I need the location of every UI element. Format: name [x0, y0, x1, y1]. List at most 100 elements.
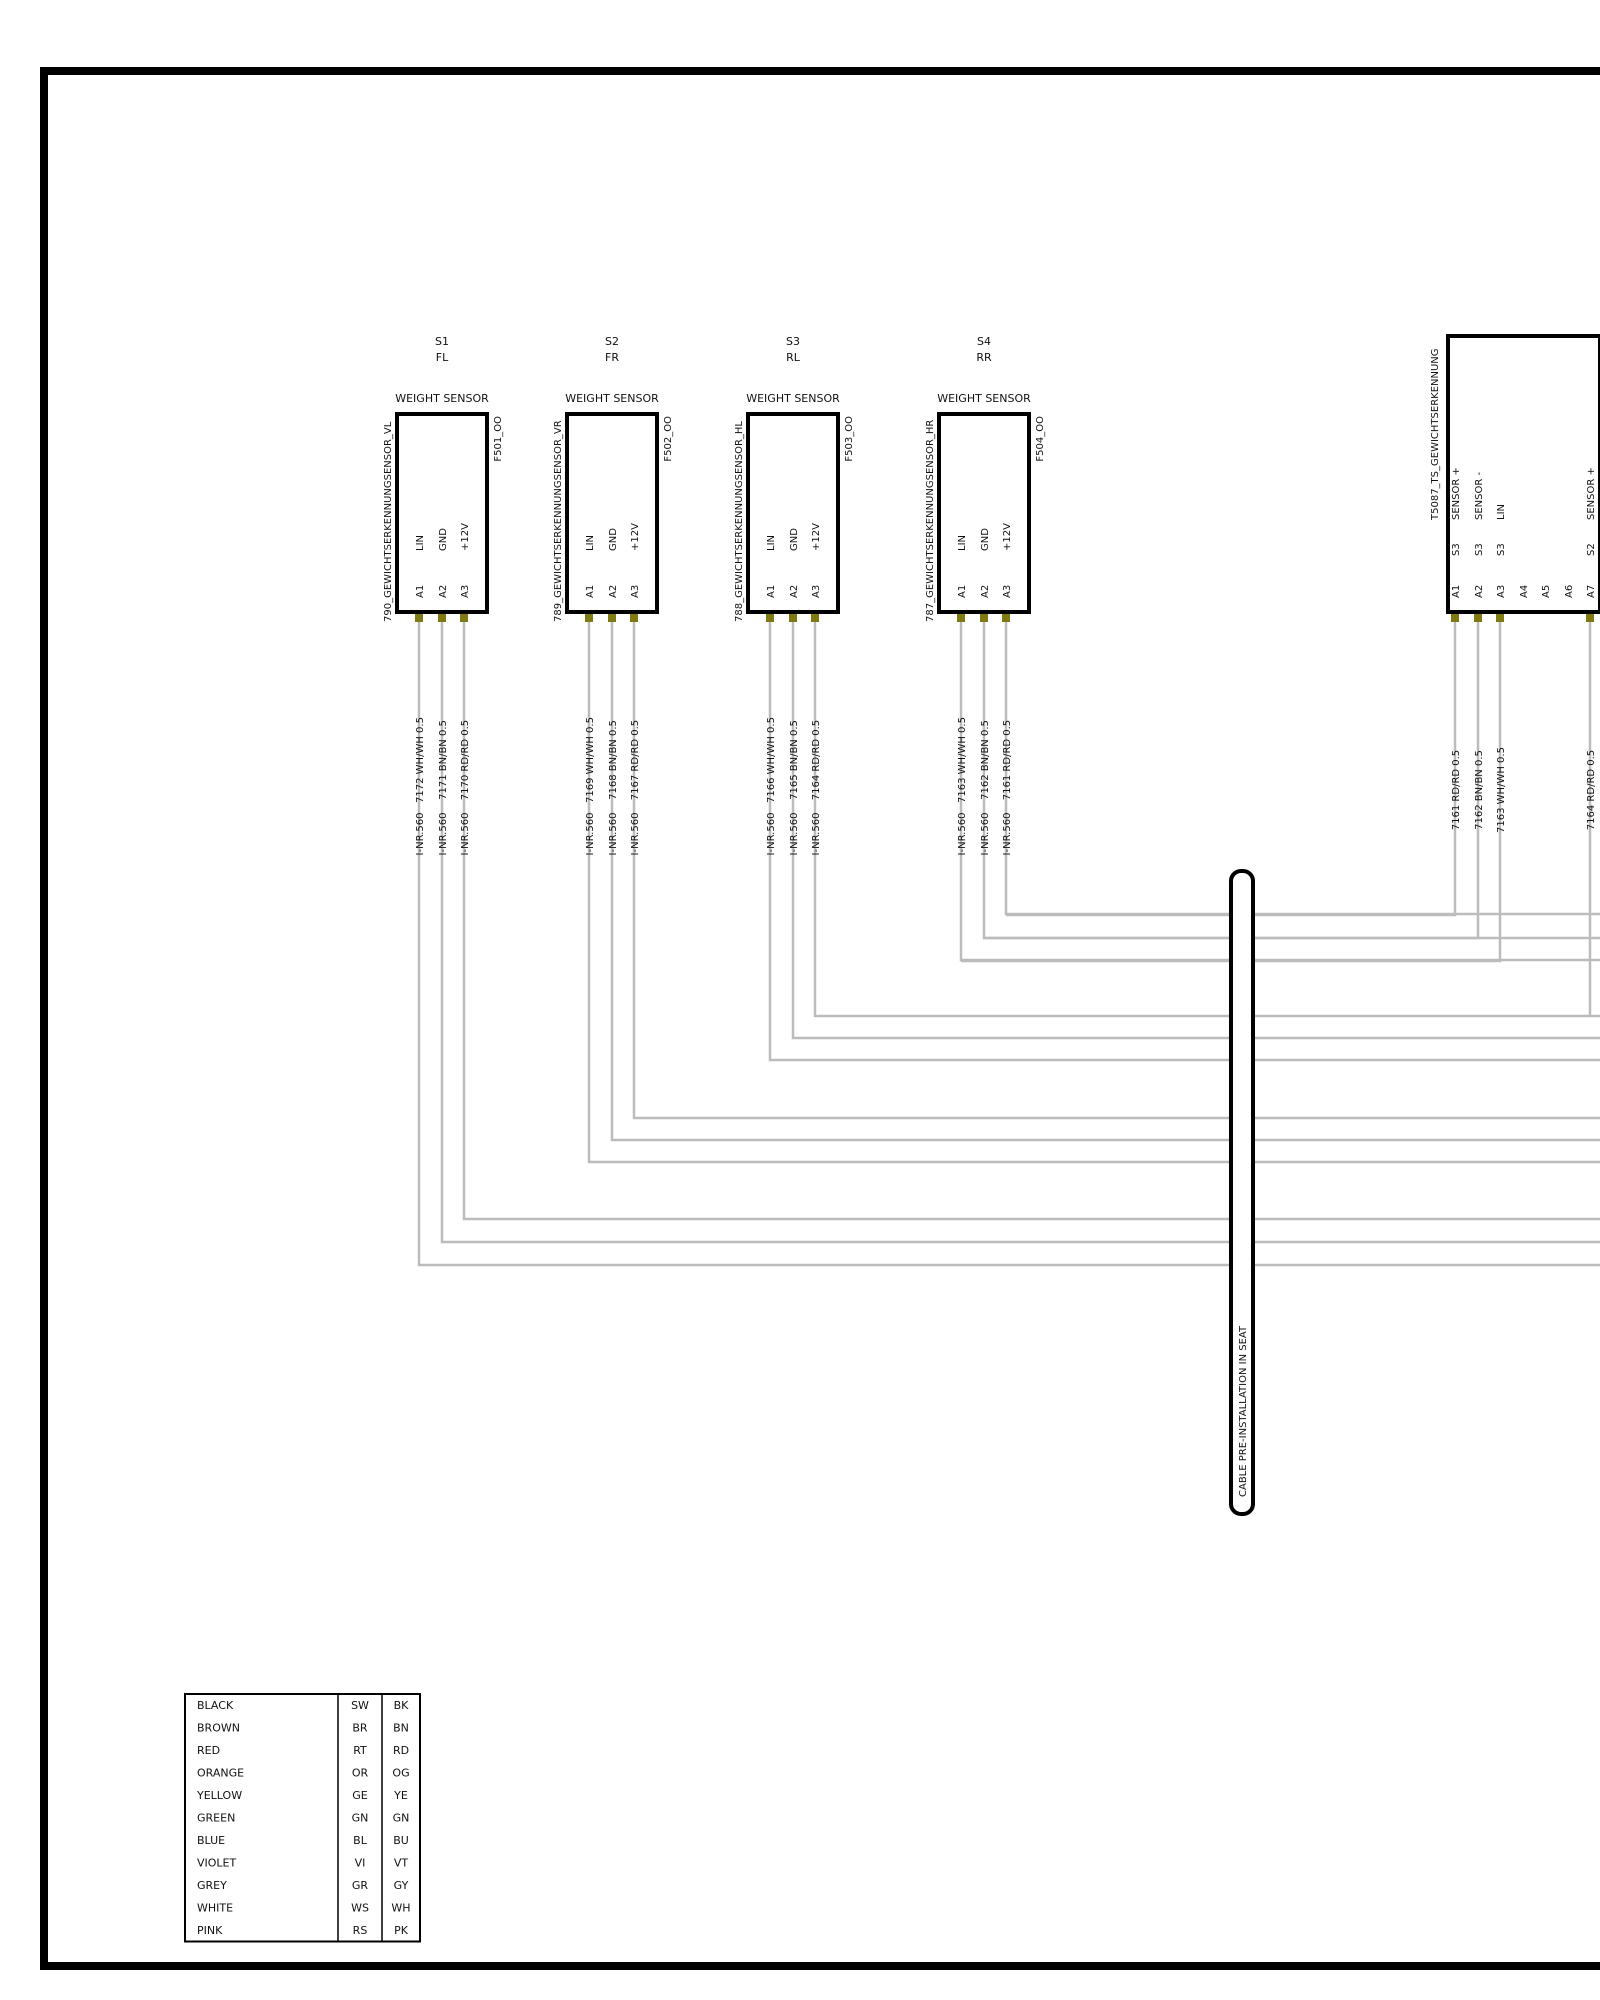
- legend-code-de: BR: [352, 1722, 368, 1735]
- ecu-pin-label: A3: [1496, 585, 1507, 598]
- wire-7164: [813, 622, 1600, 1018]
- wire-inr-label: I-NR.560: [460, 813, 471, 856]
- ecu-pin-function: SENSOR -: [1474, 472, 1485, 520]
- sensor-pin-label: A1: [585, 585, 596, 598]
- legend-color-name: WHITE: [197, 1902, 233, 1915]
- sensor-pin-function: +12V: [1002, 523, 1013, 551]
- sensor-box: [395, 412, 489, 614]
- legend-color-name: GREY: [197, 1879, 227, 1892]
- ecu-pin-label: A4: [1519, 585, 1530, 598]
- sensor-box: [937, 412, 1031, 614]
- ecu-pin-group: S3: [1474, 543, 1485, 556]
- ecu-pin-function: SENSOR +: [1451, 467, 1462, 520]
- ecu-pin-label: A7: [1586, 585, 1597, 598]
- ecu-pin-label: A6: [1564, 585, 1575, 598]
- sensor-ref-label: F504_OO: [1035, 416, 1046, 462]
- cable-preinstallation-bundle: CABLE PRE-INSTALLATION IN SEAT: [1229, 869, 1255, 1516]
- wire-label: 7163 WH/WH 0.5: [957, 717, 968, 803]
- legend-code-de: SW: [351, 1699, 369, 1712]
- ecu-wire-label: 7162 BN/BN 0.5: [1474, 750, 1485, 830]
- sensor-pin-function: LIN: [585, 535, 596, 551]
- sensor-pin-label: A3: [1002, 585, 1013, 598]
- sensor-pin-label: A1: [766, 585, 777, 598]
- legend-color-name: BLACK: [197, 1699, 234, 1712]
- ecu-pin-function: SENSOR +: [1586, 467, 1597, 520]
- sensor-pin-function: GND: [980, 528, 991, 551]
- sensor-pin-label: A1: [415, 585, 426, 598]
- legend-color-name: RED: [197, 1744, 220, 1757]
- ecu-wire-label: 7163 WH/WH 0.5: [1496, 747, 1507, 833]
- legend-code-en: VT: [394, 1857, 409, 1870]
- legend-code-de: RS: [353, 1924, 368, 1937]
- sensor-pin-label: A3: [811, 585, 822, 598]
- sensor-pin-function: GND: [789, 528, 800, 551]
- legend-color-name: YELLOW: [196, 1789, 242, 1802]
- ecu-pin-group: S2: [1586, 543, 1597, 556]
- sensor-slot-label: S2: [605, 335, 619, 348]
- wire-inr-label: I-NR.560: [630, 813, 641, 856]
- wire-7161: [1004, 622, 1600, 916]
- sensor-component-name: 789_GEWICHTSERKENNUNGSENSOR_VR: [553, 420, 564, 622]
- ecu-pin-terminal: [1451, 614, 1459, 622]
- legend-color-name: PINK: [197, 1924, 223, 1937]
- sensor-pin-label: A3: [460, 585, 471, 598]
- sensor-type-label: WEIGHT SENSOR: [746, 392, 840, 405]
- wire-7165: [791, 622, 1600, 1040]
- sensor-pin-function: GND: [608, 528, 619, 551]
- sensor-component-name: 787_GEWICHTSERKENNUNGSENSOR_HR: [925, 420, 936, 622]
- legend-code-en: PK: [394, 1924, 409, 1937]
- legend-color-name: BLUE: [197, 1834, 225, 1847]
- sensor-pin-label: A2: [980, 585, 991, 598]
- legend-color-name: BROWN: [197, 1722, 240, 1735]
- ecu-pin-terminal: [1496, 614, 1504, 622]
- legend-code-de: GN: [352, 1812, 369, 1825]
- wire-inr-label: I-NR.560: [811, 813, 822, 856]
- wire-inr-label: I-NR.560: [415, 813, 426, 856]
- sensor-pin-terminal: [1002, 614, 1010, 622]
- wire-inr-label: I-NR.560: [1002, 813, 1013, 856]
- wire-inr-label: I-NR.560: [766, 813, 777, 856]
- wire-label: 7168 BN/BN 0.5: [608, 720, 619, 800]
- sensor-pin-terminal: [585, 614, 593, 622]
- sensor-pin-function: LIN: [415, 535, 426, 551]
- ecu-wire-run: [984, 622, 1480, 940]
- sensor-pin-terminal: [630, 614, 638, 622]
- ecu-pin-group: S3: [1496, 543, 1507, 556]
- sensor-slot-label: S4: [977, 335, 991, 348]
- wire-7162: [982, 622, 1600, 940]
- legend-code-en: GN: [393, 1812, 410, 1825]
- ecu-wire-label: 7161 RD/RD 0.5: [1451, 750, 1462, 830]
- sensor-pin-terminal: [811, 614, 819, 622]
- sensor-pin-label: A2: [789, 585, 800, 598]
- sensor-pin-function: +12V: [460, 523, 471, 551]
- wire-7169: [587, 622, 1600, 1164]
- sensor-type-label: WEIGHT SENSOR: [395, 392, 489, 405]
- legend-code-en: WH: [391, 1902, 410, 1915]
- wire-inr-label: I-NR.560: [789, 813, 800, 856]
- ecu-pin-terminal: [1474, 614, 1482, 622]
- legend-code-en: RD: [393, 1744, 409, 1757]
- sensor-pin-label: A3: [630, 585, 641, 598]
- wire-inr-label: I-NR.560: [585, 813, 596, 856]
- ecu-connector-box: [1446, 334, 1600, 614]
- sensor-position-label: RR: [976, 351, 992, 364]
- wire-7168: [610, 622, 1600, 1142]
- sensor-component-name: 790_GEWICHTSERKENNUNGSENSOR_VL: [383, 421, 394, 622]
- wire-label: 7172 WH/WH 0.5: [415, 717, 426, 803]
- wire-inr-label: I-NR.560: [608, 813, 619, 856]
- wire-inr-label: I-NR.560: [980, 813, 991, 856]
- wire-label: 7165 BN/BN 0.5: [789, 720, 800, 800]
- sensor-type-label: WEIGHT SENSOR: [565, 392, 659, 405]
- legend-color-name: GREEN: [197, 1812, 235, 1825]
- sensor-type-label: WEIGHT SENSOR: [937, 392, 1031, 405]
- ecu-pin-function: LIN: [1496, 504, 1507, 520]
- sensor-pin-function: LIN: [957, 535, 968, 551]
- sensor-pin-terminal: [460, 614, 468, 622]
